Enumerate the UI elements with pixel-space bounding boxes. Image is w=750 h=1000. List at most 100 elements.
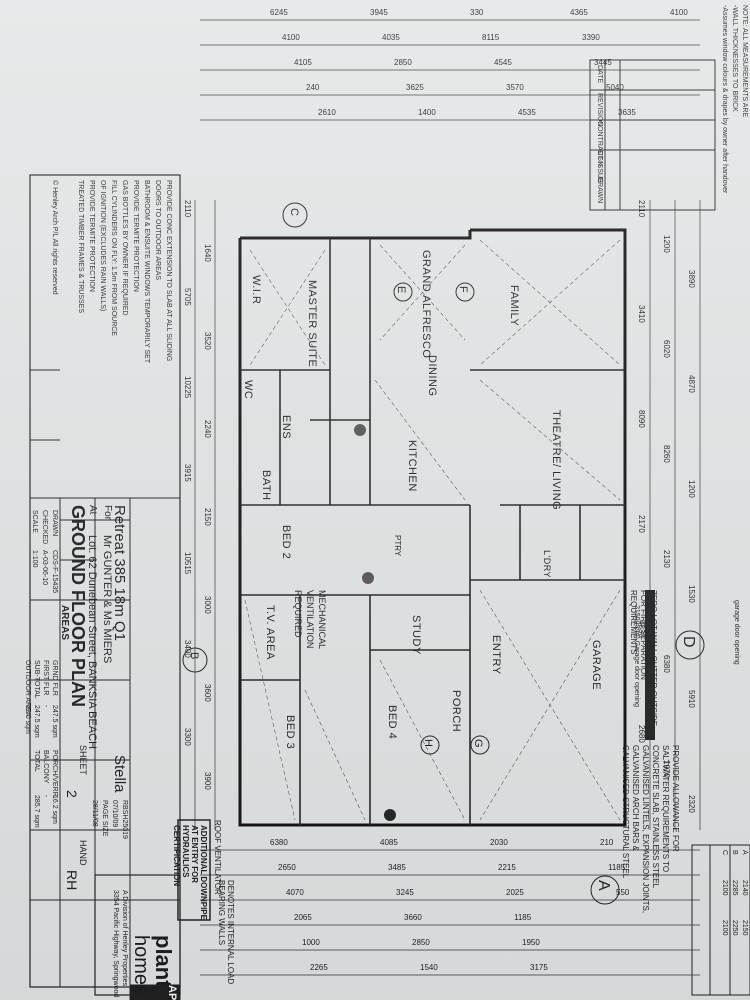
code-cell: 2250 xyxy=(731,920,738,936)
dimension-top: 3445 xyxy=(594,58,612,67)
dimension-bottom: 3245 xyxy=(396,888,414,897)
dimension-top: 3570 xyxy=(506,83,524,92)
code-cell: 2150 xyxy=(741,920,748,936)
dimension-top: 330 xyxy=(470,8,484,17)
area-value: 285.7 sqm xyxy=(33,795,40,828)
note-line: -Assumes window colours & drapes by owne… xyxy=(721,5,728,194)
code-cell: 2140 xyxy=(741,880,748,896)
dimension-left: 3000 xyxy=(203,596,212,614)
dimension-right: 1530 xyxy=(687,585,696,603)
dimension-top: 3945 xyxy=(370,8,388,17)
dimension-bottom: 2850 xyxy=(412,938,430,947)
site-address: Lot. 62 Dunebean Street, BANKSIA BEACH xyxy=(86,535,98,750)
area-value: 22.0 sqm xyxy=(24,705,31,734)
note-line: PROVIDE TERMITE PROTECTION xyxy=(132,180,139,292)
dimension-right: 4870 xyxy=(687,375,696,393)
room-dining: DINING xyxy=(426,355,438,397)
dimension-left: 10515 xyxy=(183,552,192,575)
facade-name: Stella xyxy=(111,755,128,793)
dimension-right: 2170 xyxy=(637,515,646,533)
section-marker-circles xyxy=(182,202,705,905)
brand-corner: AP xyxy=(166,985,178,1000)
area-label: BALCONY xyxy=(42,750,49,784)
copyright-text: © Henley Arch P/L All rights reserved xyxy=(51,180,58,295)
dimension-left: 3915 xyxy=(183,464,192,482)
revision-header: DATE xyxy=(596,65,603,84)
dimension-bottom: 4070 xyxy=(286,888,304,897)
room-tv-area: T.V. AREA xyxy=(264,605,276,660)
dimension-bottom: 3175 xyxy=(530,963,548,972)
drawing-date: 07/10/09 xyxy=(111,800,118,828)
dimension-right: 3410 xyxy=(637,305,646,323)
dimension-bottom: 4085 xyxy=(380,838,398,847)
section-marker-c: C xyxy=(288,208,300,216)
issue-date: 28/11/08 xyxy=(91,800,98,827)
dimension-right: 2320 xyxy=(687,795,696,813)
dimension-top: 8115 xyxy=(482,33,500,42)
code-cell: 2100 xyxy=(721,920,728,936)
dimension-bottom: 2650 xyxy=(278,863,296,872)
room-wir: W.I.R xyxy=(250,275,262,305)
area-label: PORCH/VERR xyxy=(51,750,58,797)
dimension-bottom: 2265 xyxy=(310,963,328,972)
hatch-dashes xyxy=(244,239,621,821)
room-theatre-living: THEATRE/ LIVING xyxy=(550,410,562,511)
dimension-top: 4100 xyxy=(670,8,688,17)
brand-division: A Division of Henley Properties xyxy=(121,890,128,987)
code-cell: 2100 xyxy=(721,880,728,896)
dimension-bottom: 1000 xyxy=(302,938,320,947)
brand-name-bottom: homes xyxy=(130,935,152,996)
fixture-marker xyxy=(362,572,374,584)
room-grand-alfresco: GRAND ALFRESCO xyxy=(420,250,432,359)
mech-vent-note: MECHANICAL VENTILATION REQUIRED xyxy=(293,590,327,649)
dimension-bottom: 3660 xyxy=(404,913,422,922)
area-value: 247.5 sqm xyxy=(51,705,58,738)
drawn-label: DRAWN xyxy=(51,510,58,537)
note-line: GALVANISED STRUCTURAL STEEL xyxy=(621,745,630,879)
dimension-top: 4545 xyxy=(494,58,512,67)
room-pantry: PTRY xyxy=(393,535,402,557)
revision-header: DRAWN xyxy=(596,177,603,204)
dimension-left: 10225 xyxy=(183,376,192,399)
dimension-bottom: 210 xyxy=(600,838,614,847)
dimension-right: 4830 xyxy=(637,620,646,638)
dimension-bottom: 1185 xyxy=(608,863,626,872)
dimension-bottom: 550 xyxy=(616,888,630,897)
note-line: GALVANISED ARCH BARS & xyxy=(631,745,640,851)
dimension-left: 5705 xyxy=(183,288,192,306)
dimension-top: 4035 xyxy=(382,33,400,42)
room-master-suite: MASTER SUITE xyxy=(306,280,318,368)
area-value: - xyxy=(42,795,49,798)
dimension-top: 4105 xyxy=(294,58,312,67)
hand-value: RH xyxy=(64,870,80,891)
dimension-right: 2110 xyxy=(637,200,646,218)
sheet-label: SHEET xyxy=(78,745,88,776)
garage-door-note-bottom: garage door opening xyxy=(733,600,740,665)
dimension-bottom: 6380 xyxy=(270,838,288,847)
room-family: FAMILY xyxy=(508,285,520,327)
dimension-top: 4100 xyxy=(282,33,300,42)
fixture-marker xyxy=(354,424,366,436)
dimension-left: 3300 xyxy=(183,728,192,746)
note-line: PROVIDE CONC EXTENSION TO SLAB AT ALL SL… xyxy=(165,180,172,362)
note-line: GAS BOTTLES BY OWNER IF REQUIRED xyxy=(121,180,128,316)
area-label: TOTAL xyxy=(33,750,40,772)
areas-heading: AREAS xyxy=(59,605,70,641)
dimension-bottom: 2215 xyxy=(498,863,516,872)
dimension-left: 1640 xyxy=(203,244,212,262)
area-label: FIRST FLR xyxy=(42,660,49,696)
section-marker-h: H xyxy=(422,739,434,747)
room-ensuite: ENS xyxy=(280,415,292,440)
dimension-right: 3890 xyxy=(687,270,696,288)
dimension-top: 5040 xyxy=(606,83,624,92)
sheet-number: 2 xyxy=(64,790,80,798)
dimension-top: 3635 xyxy=(618,108,636,117)
section-marker-a: A xyxy=(595,880,612,891)
room-bed4: BED 4 xyxy=(386,705,398,740)
additional-downpipe-note: ADDITIONAL DOWNPIPE AT ENTRY FOR HYDRAUL… xyxy=(172,825,208,920)
dimension-bottom: 2065 xyxy=(294,913,312,922)
dimension-lines xyxy=(194,19,701,976)
dimension-right: 8090 xyxy=(637,410,646,428)
room-bed2: BED 2 xyxy=(280,525,292,560)
